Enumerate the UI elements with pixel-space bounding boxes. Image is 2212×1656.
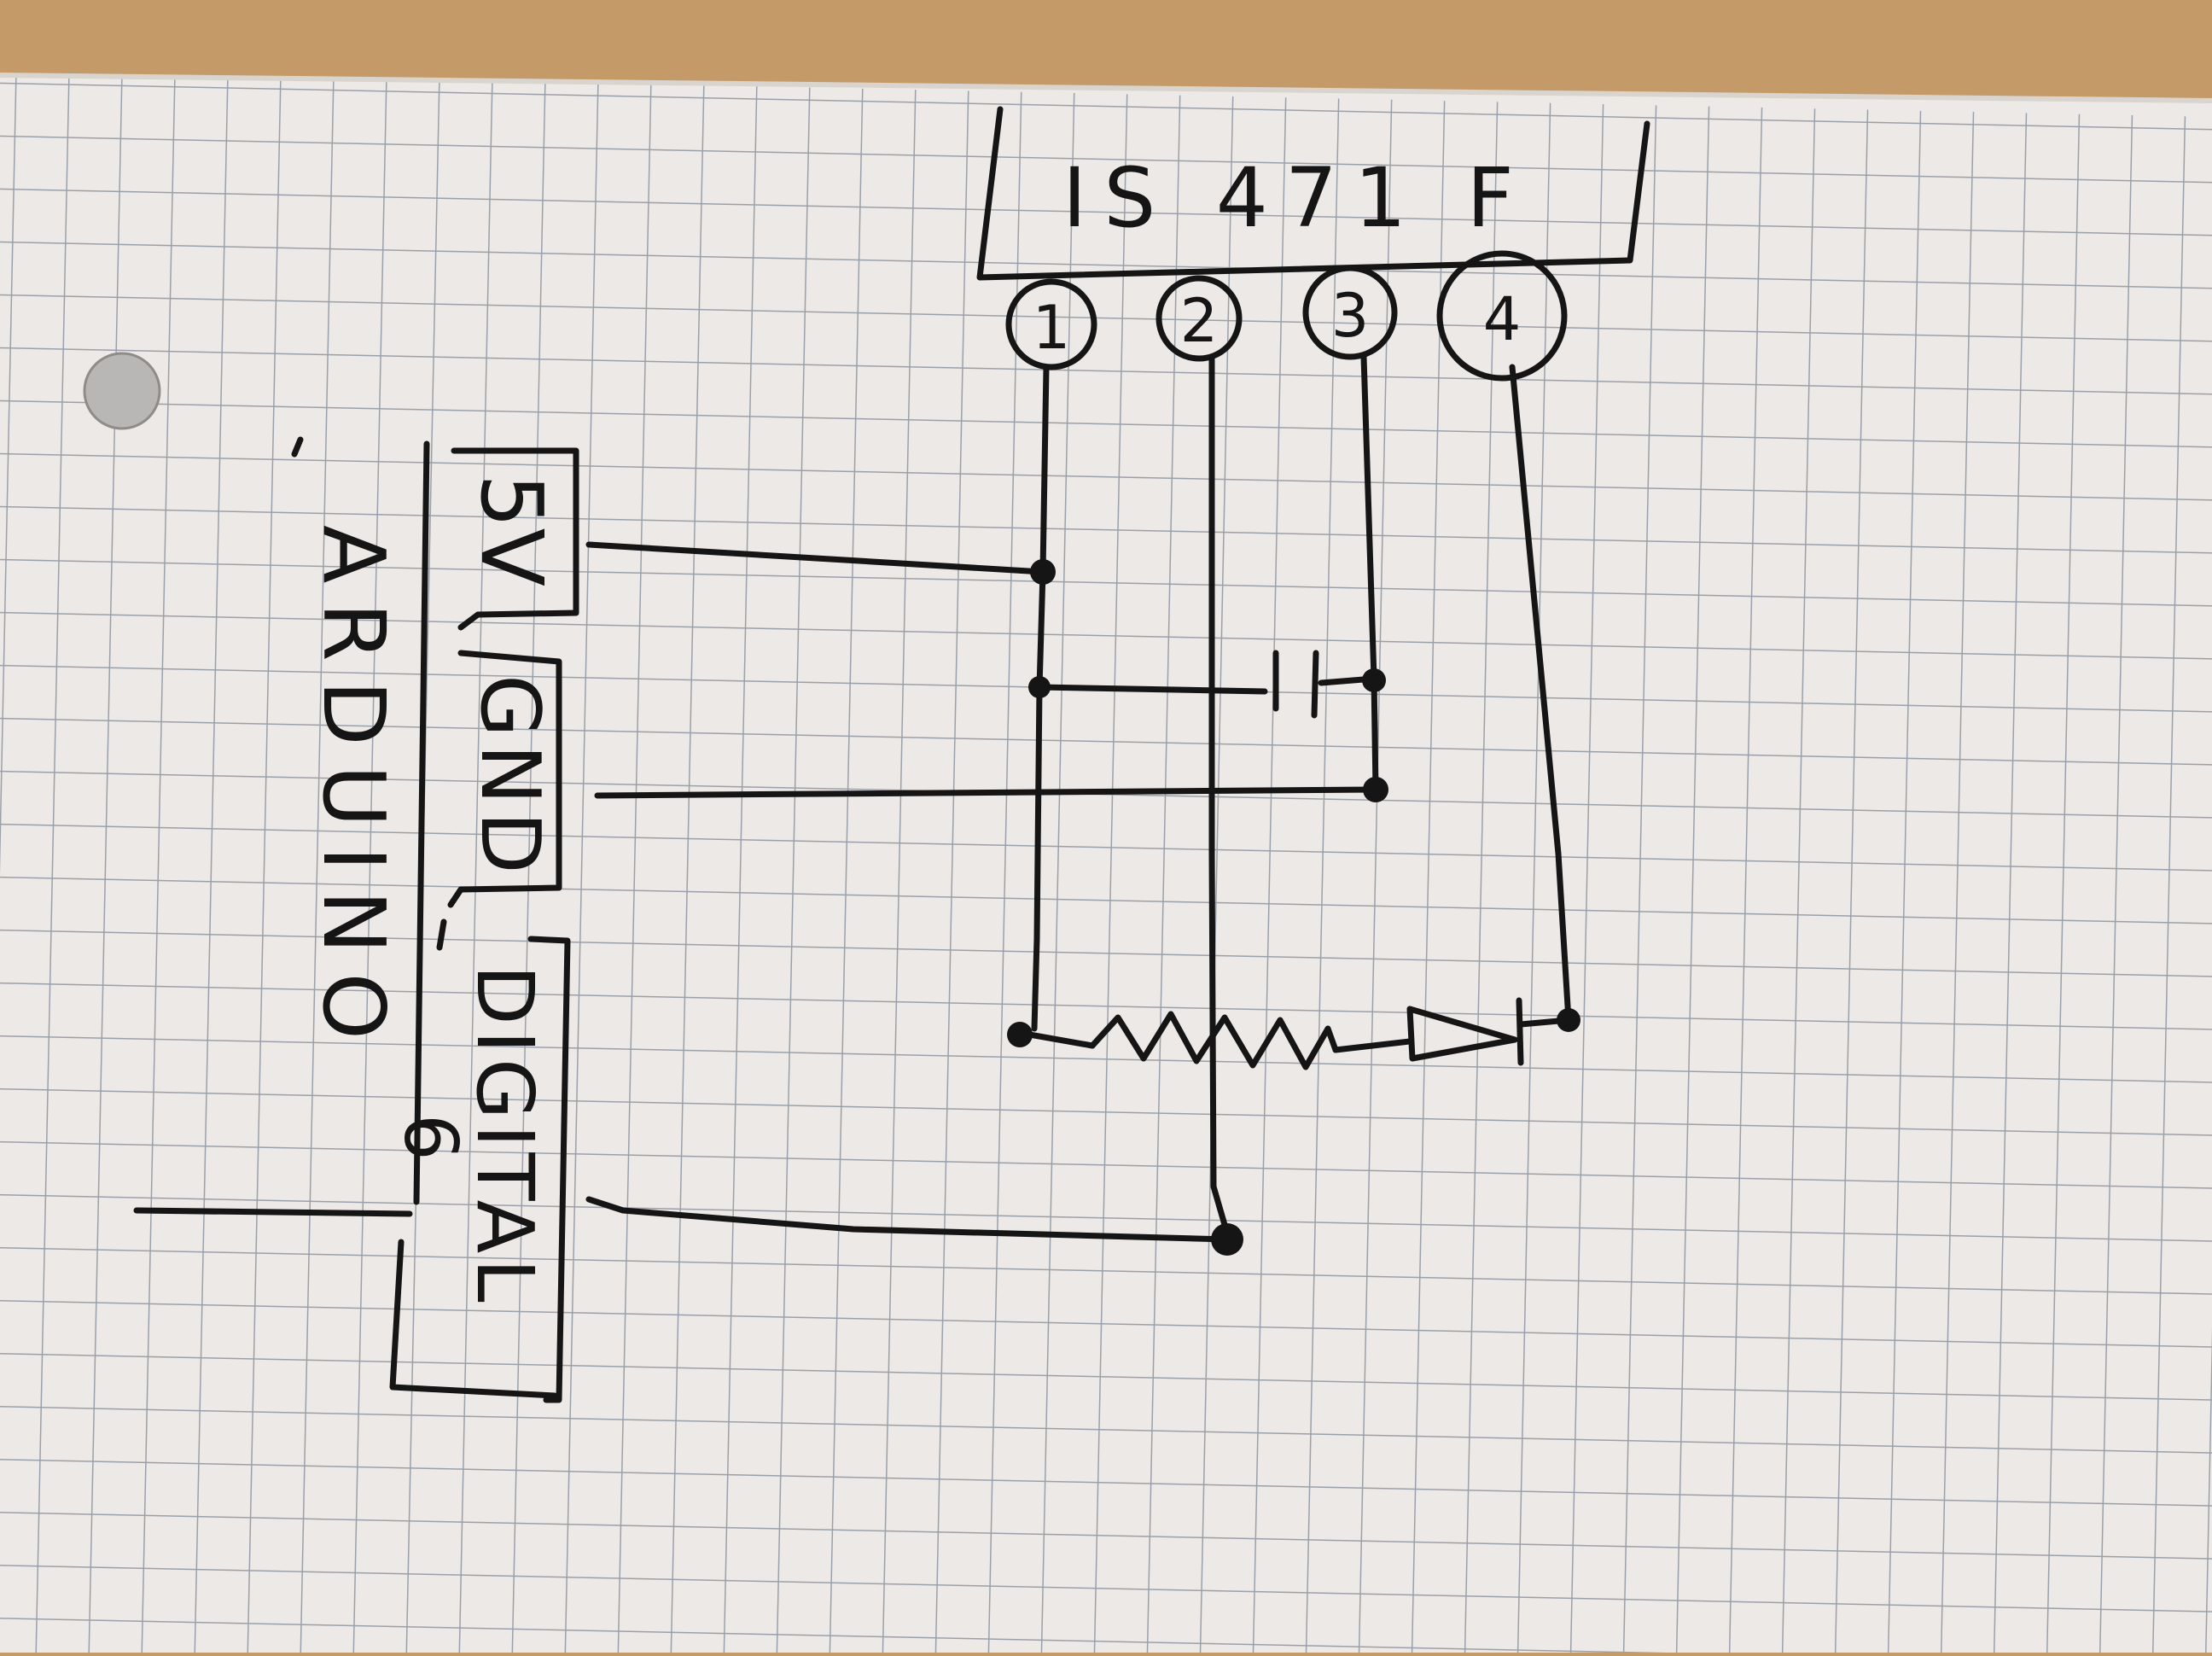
chip-label: IS 471 F <box>1062 150 1531 246</box>
capacitor-wire-left <box>1036 684 1268 695</box>
capacitor-plate-right <box>1311 650 1319 719</box>
diode-bar <box>1516 997 1524 1066</box>
arduino-board-lower-edge <box>389 1239 558 1399</box>
junction-capacitor-left <box>1028 676 1051 698</box>
resistor-wire-right <box>1332 1038 1413 1053</box>
arduino-board-bottom-line <box>133 1207 413 1217</box>
pin-2-label: 2 <box>1180 286 1219 356</box>
paper-edge <box>0 73 2212 103</box>
header-digital-box <box>436 918 571 1403</box>
pin-3-circle <box>1302 265 1398 360</box>
junction-resistor-left <box>1007 1022 1033 1047</box>
header-5v-box <box>451 447 579 631</box>
arduino-board-left-edge-2 <box>413 440 430 1205</box>
pin-2-wire <box>1208 355 1231 1237</box>
pin-4-circle <box>1436 250 1568 382</box>
diode-body <box>1406 1006 1518 1062</box>
junction-capacitor-right <box>1362 668 1386 692</box>
pin-4-wire <box>1509 364 1572 1023</box>
arduino-label: ARDUINO <box>304 525 404 1058</box>
pin-3-label: 3 <box>1331 281 1370 351</box>
header-gnd-box <box>447 650 562 908</box>
header-gnd-label: GND <box>463 674 556 881</box>
resistor-zigzag <box>1089 1011 1339 1070</box>
header-5v-label: 5V <box>462 474 562 586</box>
punch-hole <box>83 352 161 430</box>
wire-gnd <box>594 786 1379 799</box>
pin-1-label: 1 <box>1033 293 1071 363</box>
junction-gnd <box>1363 777 1388 802</box>
wire-digital-6 <box>585 1196 1231 1243</box>
pin-1-circle <box>1005 278 1097 370</box>
grid-lines <box>0 69 2212 1656</box>
junction-5v <box>1030 559 1056 585</box>
header-digital-label: DIGITAL <box>459 965 550 1308</box>
wire-5v <box>585 541 1046 575</box>
chip-outline <box>976 106 1650 281</box>
arduino-board-left-edge <box>291 436 304 458</box>
junction-digital-6 <box>1211 1223 1243 1256</box>
header-digital-number: 6 <box>387 1114 473 1161</box>
pin-4-label: 4 <box>1483 284 1522 354</box>
pin-2-circle <box>1155 275 1243 362</box>
junction-diode-right <box>1557 1008 1580 1032</box>
